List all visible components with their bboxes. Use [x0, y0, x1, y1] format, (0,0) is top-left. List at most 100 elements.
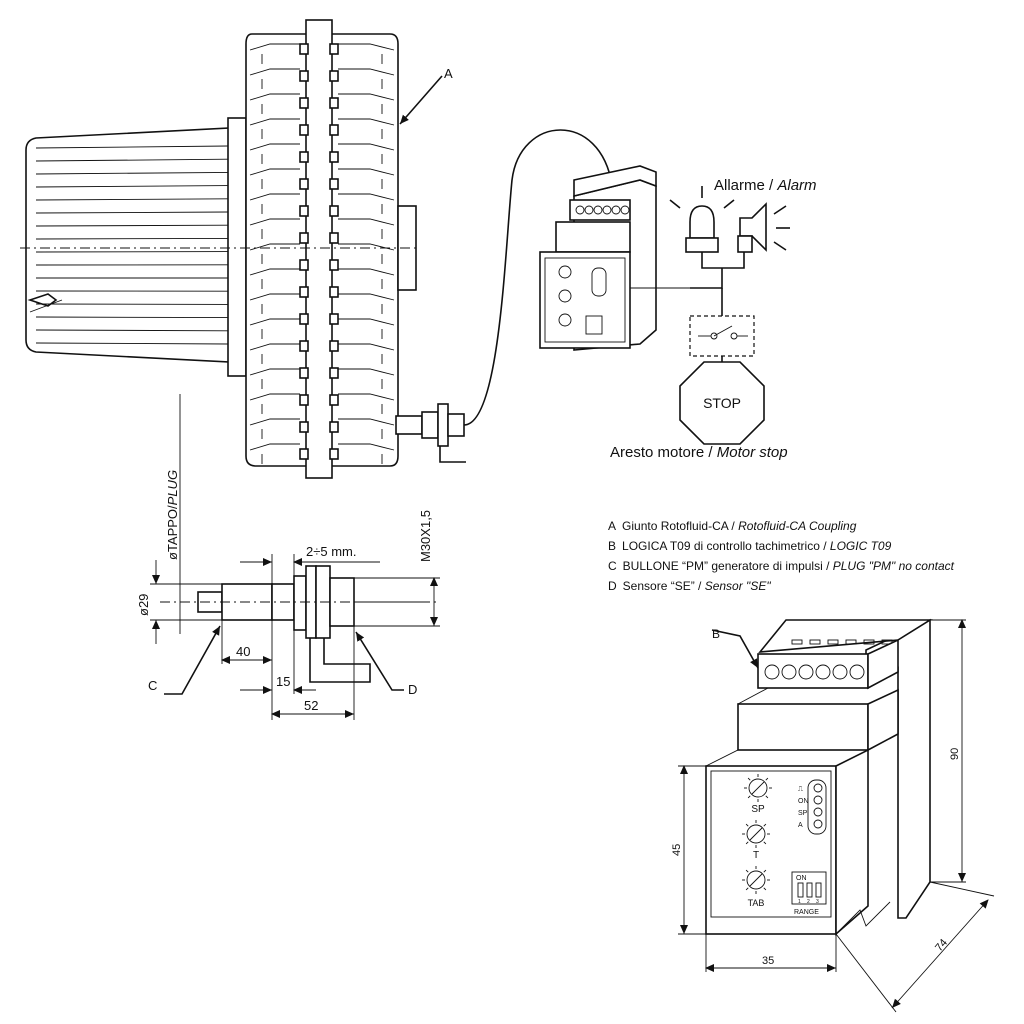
dim-52: 52 [304, 698, 318, 713]
potentiometer-icon [748, 778, 768, 798]
potentiometer-icon [746, 870, 766, 890]
bolt-icon [299, 448, 309, 460]
dim-35: 35 [762, 955, 774, 967]
dim-45: 45 [671, 844, 683, 856]
led-label: ON [798, 798, 809, 805]
bolt-icon [299, 70, 309, 82]
bolt-icon [329, 97, 339, 109]
terminal-icon [620, 205, 630, 215]
bolt-icon [329, 70, 339, 82]
bolt-icon [299, 340, 309, 352]
dip-number: 2 [807, 899, 810, 905]
bolt-icon [299, 394, 309, 406]
bolt-icon [329, 340, 339, 352]
dim-diameter: ø29 [136, 594, 151, 616]
alarm-label: Allarme / Alarm [714, 177, 817, 194]
relay-contact [689, 315, 755, 362]
bolt-icon [329, 313, 339, 325]
led-label: A [798, 822, 803, 829]
led-icon [813, 795, 823, 805]
alarm-devices: Allarme / Alarm [669, 177, 817, 316]
terminal-icon [764, 664, 780, 680]
logic-unit-small [539, 165, 690, 351]
sensor-mounted [395, 129, 613, 463]
dip-on-label: ON [796, 875, 807, 882]
bolt-icon [329, 367, 339, 379]
bolt-icon [329, 421, 339, 433]
potentiometer-icon [746, 824, 766, 844]
dip-switch [797, 882, 804, 898]
bolt-icon [329, 394, 339, 406]
dip-number: 1 [798, 899, 801, 905]
bolt-icon [329, 151, 339, 163]
callout-b-label: B [712, 627, 720, 641]
dip-switch [815, 882, 822, 898]
dim-15: 15 [276, 674, 290, 689]
led-label: SP [798, 810, 808, 817]
terminal-icon [602, 205, 612, 215]
bolt-icon [329, 286, 339, 298]
rotofluid-coupling [20, 19, 420, 479]
bolt-icon [299, 313, 309, 325]
terminal-icon [849, 664, 865, 680]
bolt-icon [329, 259, 339, 271]
pot-tab-label: TAB [748, 898, 765, 908]
bolt-icon [299, 367, 309, 379]
bolt-icon [299, 43, 309, 55]
plug-vertical-label: øTAPPO/PLUG [165, 470, 180, 560]
bolt-icon [329, 124, 339, 136]
bolt-icon [329, 178, 339, 190]
led-icon [813, 783, 823, 793]
led-icon [813, 819, 823, 829]
stop-sign-label: STOP [703, 395, 741, 411]
bolt-icon [299, 124, 309, 136]
terminal-icon [584, 205, 594, 215]
led-icon [813, 807, 823, 817]
dim-90: 90 [949, 748, 961, 760]
bolt-icon [299, 178, 309, 190]
callout-a-label: A [444, 66, 453, 81]
pot-t-label: T [753, 850, 759, 861]
dip-range-label: RANGE [794, 909, 819, 916]
bolt-icon [329, 232, 339, 244]
bolt-icon [299, 286, 309, 298]
led-label: ⎍ [798, 786, 803, 793]
stop-sign: STOP [679, 361, 765, 445]
bolt-icon [299, 232, 309, 244]
bolt-icon [299, 259, 309, 271]
terminal-icon [832, 664, 848, 680]
alarm-lamp-icon [689, 205, 715, 239]
bolt-icon [299, 205, 309, 217]
bolt-icon [299, 421, 309, 433]
bolt-icon [299, 97, 309, 109]
dim-74: 74 [933, 937, 950, 954]
terminal-icon [781, 664, 797, 680]
dim-40: 40 [236, 644, 250, 659]
terminal-icon [593, 205, 603, 215]
callout-d-label: D [408, 682, 417, 697]
dim-thread: M30X1,5 [418, 510, 433, 562]
dip-switch [806, 882, 813, 898]
motor-stop-label: Aresto motore / Motor stop [610, 444, 788, 461]
bolt-icon [329, 43, 339, 55]
dim-gap: 2÷5 mm. [306, 544, 356, 559]
bolt-icon [329, 448, 339, 460]
terminal-icon [575, 205, 585, 215]
callout-c-label: C [148, 678, 157, 693]
pot-sp-label: SP [751, 804, 765, 815]
terminal-icon [798, 664, 814, 680]
bolt-icon [329, 205, 339, 217]
terminal-icon [611, 205, 621, 215]
bolt-icon [299, 151, 309, 163]
plug-sensor-detail: øTAPPO/PLUG ø29 2÷5 mm. M30X1,5 [136, 394, 440, 720]
dip-number: 3 [816, 899, 819, 905]
terminal-icon [815, 664, 831, 680]
callout-a: A [399, 66, 453, 125]
